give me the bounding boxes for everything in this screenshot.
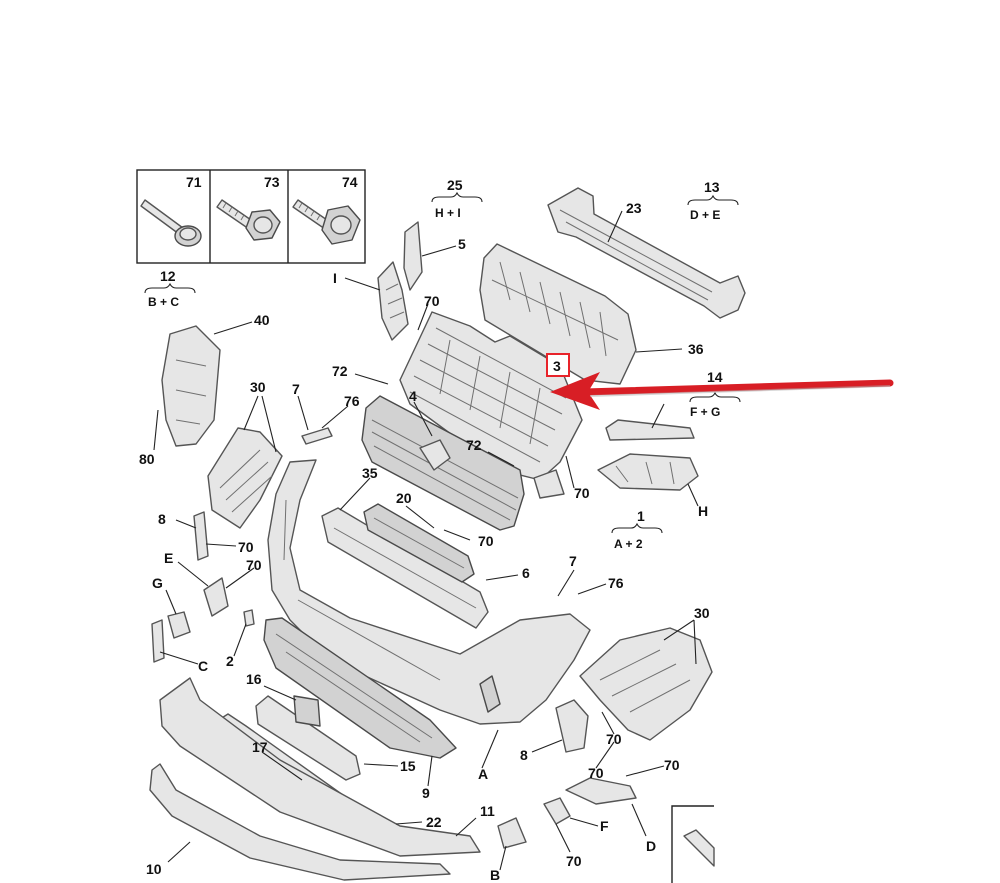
group-label-1: 1 A + 2 <box>611 508 663 551</box>
callout-70: 70 <box>238 539 254 555</box>
callout-4: 4 <box>409 388 417 404</box>
callout-labels: 23 5 I 70 40 36 72 4 76 7 30 80 72 70 H … <box>139 200 710 883</box>
callout-11: 11 <box>480 803 495 819</box>
lower-grille-upper-part <box>321 507 489 629</box>
crash-beam-part <box>547 187 746 319</box>
radiator-support-part <box>479 243 637 385</box>
fg-trim-strip-part <box>605 419 695 441</box>
callout-15: 15 <box>400 758 416 774</box>
group-label-25: 25 H + I <box>431 177 483 220</box>
callout-40: 40 <box>254 312 270 328</box>
callout-10: 10 <box>146 861 162 877</box>
clip-part-upper <box>301 427 333 445</box>
callout-72: 72 <box>466 437 482 453</box>
callout-8: 8 <box>520 747 528 763</box>
svg-text:B + C: B + C <box>148 295 179 309</box>
svg-text:14: 14 <box>707 369 723 385</box>
screw-73-icon <box>216 199 281 241</box>
callout-70: 70 <box>566 853 582 869</box>
group-label-12: 12 B + C <box>144 268 196 309</box>
grille-bracket-part <box>377 221 423 341</box>
leader-lines <box>153 210 699 871</box>
callout-72: 72 <box>332 363 348 379</box>
callout-70: 70 <box>478 533 494 549</box>
inset-label-74: 74 <box>342 174 358 190</box>
lower-trim-16-part <box>255 695 361 781</box>
group-label-fg: 14 F + G <box>689 369 741 419</box>
screw-71-icon <box>140 199 202 247</box>
center-grille-insert-part <box>363 503 475 583</box>
callout-9: 9 <box>422 785 430 801</box>
callout-C: C <box>198 658 208 674</box>
callout-36: 36 <box>688 341 704 357</box>
svg-text:12: 12 <box>160 268 176 284</box>
inset-box-partial <box>671 805 715 883</box>
lower-spoiler-10-part <box>149 763 451 881</box>
callout-G: G <box>152 575 163 591</box>
group-label-13: 13 D + E <box>687 179 739 222</box>
left-wheel-arch-bracket <box>161 325 221 447</box>
side-small-parts <box>151 511 255 663</box>
callout-23: 23 <box>626 200 642 216</box>
callout-B: B <box>490 867 500 883</box>
svg-text:H + I: H + I <box>435 206 461 220</box>
callout-70: 70 <box>664 757 680 773</box>
svg-text:D + E: D + E <box>690 208 720 222</box>
callout-76: 76 <box>344 393 360 409</box>
callout-3: 3 <box>553 358 561 374</box>
screw-74-icon <box>292 199 361 245</box>
callout-A: A <box>478 766 488 782</box>
callout-22: 22 <box>426 814 442 830</box>
svg-text:25: 25 <box>447 177 463 193</box>
callout-6: 6 <box>522 565 530 581</box>
callout-20: 20 <box>396 490 412 506</box>
right-air-duct-part <box>579 627 713 741</box>
inset-label-73: 73 <box>264 174 280 190</box>
inset-label-71: 71 <box>186 174 202 190</box>
callout-F: F <box>600 818 609 834</box>
callout-16: 16 <box>246 671 262 687</box>
red-pointer-arrow <box>550 372 894 410</box>
callout-5: 5 <box>458 236 466 252</box>
fastener-inset: 71 73 74 <box>136 169 366 264</box>
svg-text:13: 13 <box>704 179 720 195</box>
callout-30: 30 <box>250 379 266 395</box>
callout-7: 7 <box>569 553 577 569</box>
bumper-shell-part <box>267 459 591 725</box>
callout-35: 35 <box>362 465 378 481</box>
callout-30: 30 <box>694 605 710 621</box>
callout-70: 70 <box>606 731 622 747</box>
callout-2: 2 <box>226 653 234 669</box>
lower-spoiler-11-part <box>159 677 481 857</box>
callout-17: 17 <box>252 739 268 755</box>
svg-text:A + 2: A + 2 <box>614 537 643 551</box>
part-3-highlight: 3 <box>546 353 570 377</box>
callout-7: 7 <box>292 381 300 397</box>
callout-D: D <box>646 838 656 854</box>
svg-text:1: 1 <box>637 508 645 524</box>
callout-I: I <box>333 270 337 286</box>
svg-text:F + G: F + G <box>690 405 720 419</box>
callout-E: E <box>164 550 173 566</box>
chrome-grille-part <box>361 395 525 531</box>
callout-80: 80 <box>139 451 155 467</box>
callout-70: 70 <box>574 485 590 501</box>
callout-70: 70 <box>424 293 440 309</box>
lower-grille-mesh-part <box>263 617 457 759</box>
callout-70: 70 <box>246 557 262 573</box>
callout-76: 76 <box>608 575 624 591</box>
callout-H: H <box>698 503 708 519</box>
callout-70: 70 <box>588 765 604 781</box>
fog-bezel-part <box>597 453 699 491</box>
bottom-right-small-parts <box>497 469 637 849</box>
callout-8: 8 <box>158 511 166 527</box>
left-air-duct-part <box>207 427 283 529</box>
